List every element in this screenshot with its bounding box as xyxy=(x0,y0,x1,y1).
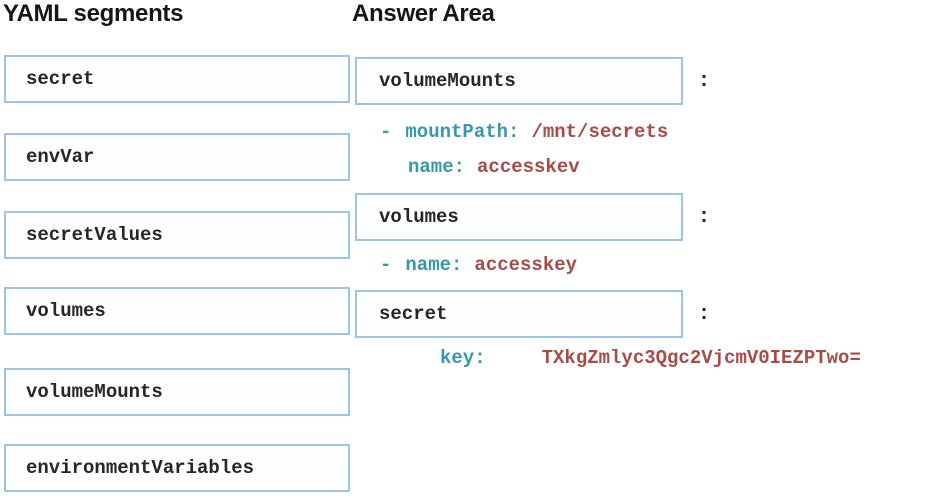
yaml-segment-volumes[interactable]: volumes xyxy=(4,287,350,335)
yaml-line-name-accesskey: -name: accesskey xyxy=(380,254,577,276)
yaml-segment-label: volumes xyxy=(26,300,106,322)
yaml-line-mountpath: -mountPath: /mnt/secrets xyxy=(380,121,668,143)
yaml-key: name: xyxy=(408,156,466,178)
answer-slot-label: volumeMounts xyxy=(379,70,516,92)
yaml-value: accesskev xyxy=(477,156,580,178)
yaml-dash: - xyxy=(380,121,392,143)
yaml-segment-secret[interactable]: secret xyxy=(4,55,350,103)
yaml-line-key-base64: key: TXkgZmlyc3Qgc2VjcmV0IEZPTwo= xyxy=(440,347,861,369)
colon-after-volumemounts: : xyxy=(697,69,710,93)
yaml-segment-environmentvariables[interactable]: environmentVariables xyxy=(4,444,350,492)
yaml-segment-label: environmentVariables xyxy=(26,457,255,479)
answer-slot-label: volumes xyxy=(379,206,459,228)
answer-slot-label: secret xyxy=(379,303,448,325)
yaml-value: /mnt/secrets xyxy=(531,121,669,143)
answer-slot-secret[interactable]: secret xyxy=(355,290,683,338)
yaml-segment-label: secretValues xyxy=(26,224,163,246)
yaml-segment-label: envVar xyxy=(26,146,95,168)
yaml-value: accesskey xyxy=(474,254,578,276)
colon-after-secret: : xyxy=(697,302,710,326)
yaml-segments-title: YAML segments xyxy=(3,0,184,27)
answer-area-title: Answer Area xyxy=(352,0,495,27)
answer-slot-volumemounts[interactable]: volumeMounts xyxy=(355,57,683,105)
yaml-segment-secretvalues[interactable]: secretValues xyxy=(4,211,350,259)
yaml-segment-label: volumeMounts xyxy=(26,381,163,403)
yaml-dash: - xyxy=(380,254,392,276)
yaml-segment-label: secret xyxy=(26,68,95,90)
yaml-line-name-accesskev: name: accesskev xyxy=(408,156,580,178)
yaml-key: mountPath: xyxy=(405,121,520,143)
yaml-key: key: xyxy=(440,347,486,369)
colon-after-volumes: : xyxy=(697,205,710,229)
yaml-key: name: xyxy=(405,254,463,276)
answer-slot-volumes[interactable]: volumes xyxy=(355,193,683,241)
yaml-segment-envvar[interactable]: envVar xyxy=(4,133,350,181)
yaml-value: TXkgZmlyc3Qgc2VjcmV0IEZPTwo= xyxy=(541,347,861,369)
yaml-segment-volumemounts[interactable]: volumeMounts xyxy=(4,368,350,416)
